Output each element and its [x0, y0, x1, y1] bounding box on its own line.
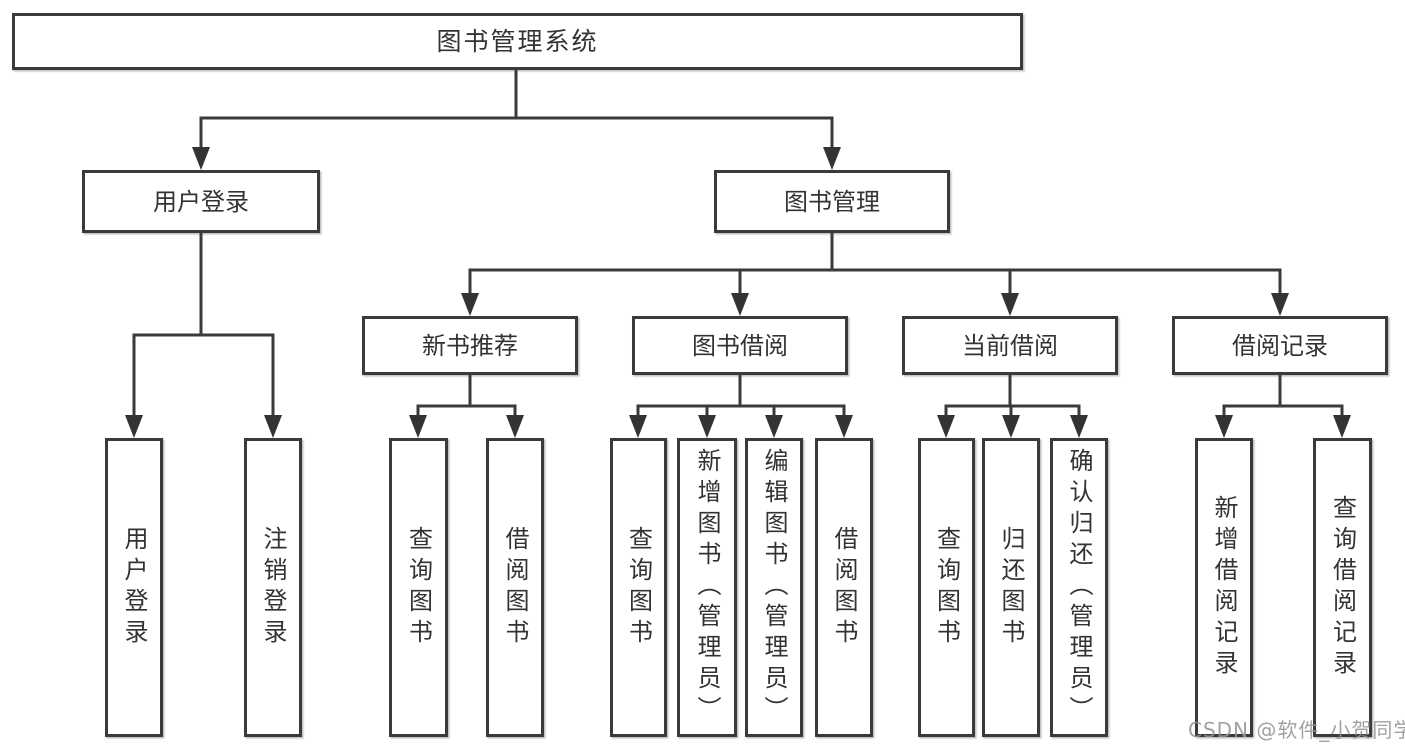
node-user-login-branch: 用户登录 [82, 170, 320, 233]
node-label: 归还图书 [997, 525, 1025, 650]
node-book-borrowing: 图书借阅 [632, 316, 848, 375]
node-query-books-recommend: 查询图书 [389, 438, 448, 737]
node-label: 查询图书 [404, 525, 433, 650]
node-user-login-leaf: 用户登录 [105, 438, 163, 737]
node-query-borrow-record: 查询借阅记录 [1313, 438, 1372, 737]
node-query-books-borrowing: 查询图书 [610, 438, 667, 737]
node-add-borrow-record: 新增借阅记录 [1195, 438, 1253, 737]
node-logout: 注销登录 [244, 438, 302, 737]
node-label: 新书推荐 [422, 331, 518, 360]
node-label: 新增图书（管理员） [693, 448, 721, 727]
node-label: 借阅图书 [830, 525, 858, 650]
node-label: 确认归还（管理员） [1065, 448, 1093, 727]
node-label: 当前借阅 [962, 331, 1058, 360]
node-new-book-recommend: 新书推荐 [362, 316, 578, 375]
node-label: 查询借阅记录 [1328, 494, 1357, 681]
node-book-management: 图书管理 [714, 170, 950, 233]
node-label: 图书借阅 [692, 331, 788, 360]
node-borrow-books-recommend: 借阅图书 [486, 438, 544, 737]
node-borrow-books: 借阅图书 [815, 438, 873, 737]
node-label: 用户登录 [153, 187, 249, 216]
node-label: 图书管理系统 [436, 27, 599, 56]
node-current-borrowing: 当前借阅 [902, 316, 1118, 375]
node-label: 查询图书 [932, 525, 961, 650]
node-edit-books-admin: 编辑图书（管理员） [745, 438, 803, 737]
node-label: 借阅图书 [501, 525, 529, 650]
node-label: 图书管理 [784, 187, 880, 216]
node-return-books: 归还图书 [982, 438, 1040, 737]
node-query-books-current: 查询图书 [918, 438, 975, 737]
node-add-books-admin: 新增图书（管理员） [677, 438, 737, 737]
node-label: 注销登录 [259, 525, 287, 650]
node-label: 查询图书 [624, 525, 653, 650]
node-library-management-system: 图书管理系统 [12, 13, 1023, 70]
node-confirm-return-admin: 确认归还（管理员） [1050, 438, 1108, 737]
node-label: 借阅记录 [1232, 331, 1328, 360]
csdn-watermark: CSDN @软件_小贺同学 [1188, 718, 1405, 742]
node-borrow-records: 借阅记录 [1172, 316, 1388, 375]
node-label: 编辑图书（管理员） [760, 448, 788, 727]
node-label: 用户登录 [120, 525, 148, 650]
node-label: 新增借阅记录 [1210, 494, 1238, 681]
